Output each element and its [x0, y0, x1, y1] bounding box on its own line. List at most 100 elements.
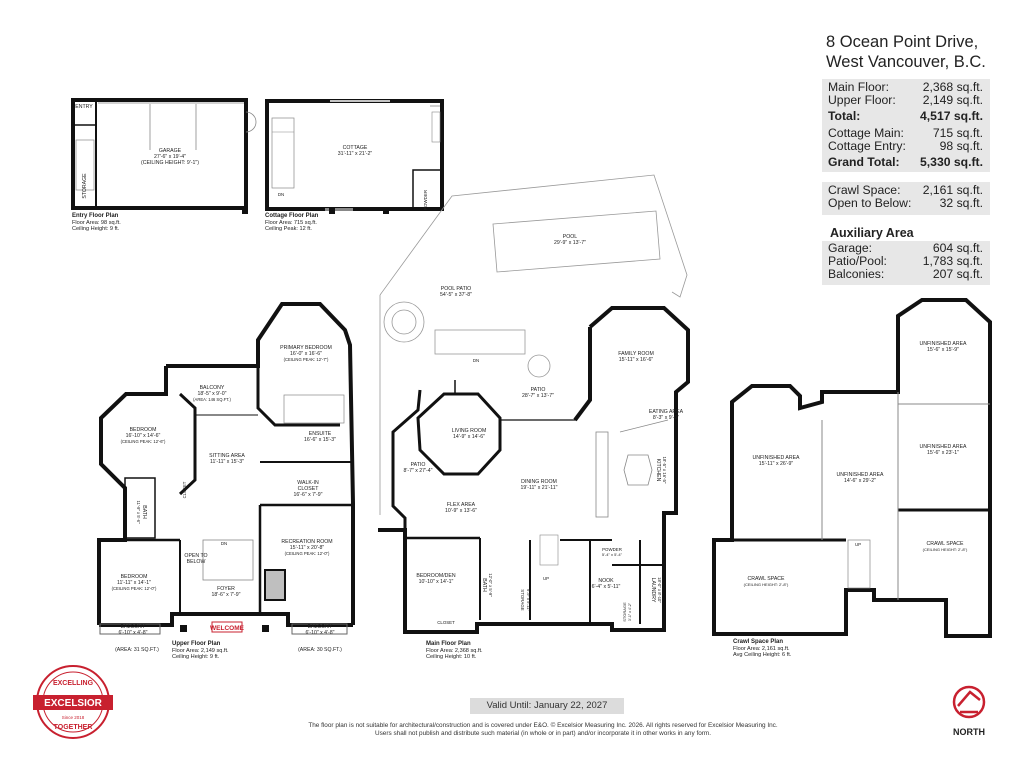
label-recreation-room-ceiling: (CEILING PEAK: 12'-0") — [285, 551, 330, 556]
label-storage-entry: STORAGE — [82, 173, 88, 199]
crawl-space-plan — [712, 298, 992, 638]
label-unfinished-right: UNFINISHED AREA — [920, 444, 968, 450]
label-storage-main: STORAGE — [520, 589, 525, 610]
area-summary-panel: Main Floor:2,368 sq.ft. Upper Floor:2,14… — [822, 79, 990, 172]
label-pool: POOL — [563, 234, 578, 240]
label-dn-patio: DN — [473, 358, 479, 363]
label-balcony-top: BALCONY — [200, 385, 225, 391]
label-open-to-below-2: BELOW — [187, 559, 206, 565]
label-flex-area-dim: 10'-9" x 13'-6" — [445, 508, 477, 514]
label-crawl-left-ceiling: (CEILING HEIGHT: 2'-8") — [744, 582, 789, 587]
label-up-main: UP — [543, 576, 549, 581]
cottage-plan — [265, 99, 444, 211]
auxiliary-panel: Garage:604 sq.ft. Patio/Pool:1,783 sq.ft… — [822, 241, 990, 285]
label-balcony-top-area: (AREA: 146 SQ.FT.) — [193, 397, 231, 402]
label-balcony-top-dim: 18'-5" x 9'-0" — [197, 391, 226, 397]
label-dn-cottage: DN — [278, 192, 284, 197]
excelsior-logo: EXCELSIOR EXCELLING Since 2018 TOGETHER — [33, 665, 113, 739]
entry-garage-plan — [71, 98, 257, 210]
label-unfinished-top-dim: 15'-6" x 15'-9" — [927, 347, 959, 353]
label-balcony-right: BALCONY — [308, 624, 333, 630]
label-recreation-room: RECREATION ROOM — [281, 539, 332, 545]
label-patio-left-dim: 8'-7" x 27'-4" — [403, 468, 432, 474]
crawl-plan-label: Crawl Space Plan Floor Area: 2,161 sq.ft… — [733, 639, 792, 659]
aux-row-balconies: Balconies:207 sq.ft. — [828, 267, 983, 282]
area-row-main-floor: Main Floor:2,368 sq.ft. — [828, 80, 983, 94]
label-patio-left: PATIO — [411, 462, 426, 468]
label-pool-patio-dim: 54'-5" x 37'-8" — [440, 292, 472, 298]
label-bath-upper: BATH — [141, 505, 147, 519]
auxiliary-heading: Auxiliary Area — [830, 226, 914, 240]
label-nook: NOOK — [598, 578, 614, 584]
valid-until-badge: Valid Until: January 22, 2027 — [470, 698, 624, 714]
area-row-total: Total:4,517 sq.ft. — [828, 109, 983, 124]
label-recreation-room-dim: 15'-11" x 20'-8" — [290, 545, 325, 551]
area-row-crawl-space: Crawl Space:2,161 sq.ft. — [828, 183, 983, 197]
disclaimer-text: The floor plan is not suitable for archi… — [308, 722, 778, 737]
label-eating-area: EATING AREA — [649, 409, 684, 415]
welcome-mat-text: WELCOME — [210, 625, 245, 632]
north-label: NORTH — [953, 727, 985, 737]
label-entry-tag: ENTRY — [75, 104, 93, 110]
address-line-1: 8 Ocean Point Drive, — [826, 33, 979, 51]
label-bedroom-upper-dim: 16'-10" x 14'-6" — [126, 433, 161, 439]
label-family-room-dim: 15'-11" x 16'-6" — [619, 357, 654, 363]
label-walkin-dim: 16'-6" x 7'-9" — [293, 492, 322, 498]
label-garage: GARAGE — [159, 148, 182, 154]
label-bath-main-dim: 12'-0" x 5'-9" — [488, 573, 493, 597]
label-bedroom-den: BEDROOM/DEN — [416, 573, 455, 579]
aux-row-patio-pool: Patio/Pool:1,783 sq.ft. — [828, 254, 983, 269]
label-closet-main: CLOSET — [437, 620, 455, 625]
label-balcony-right-area: (AREA: 30 SQ.FT.) — [298, 647, 342, 653]
label-eating-area-dim: 8'-3" x 9'-0" — [653, 415, 679, 421]
label-living-room-dim: 14'-9" x 14'-6" — [453, 434, 485, 440]
label-cottage: COTTAGE — [343, 145, 368, 151]
label-balcony-left: BALCONY — [121, 624, 146, 630]
logo-top-text: EXCELLING — [53, 680, 94, 687]
label-bedroom-lower-left: BEDROOM — [121, 574, 148, 580]
area-row-cottage-entry: Cottage Entry:98 sq.ft. — [828, 138, 983, 153]
label-walkin-2: CLOSET — [298, 486, 320, 492]
label-ensuite-dim: 16'-6" x 15'-3" — [304, 437, 336, 443]
label-primary-bedroom: PRIMARY BEDROOM — [280, 345, 332, 351]
label-unfinished-mid: UNFINISHED AREA — [837, 472, 885, 478]
label-dining-room: DINING ROOM — [521, 479, 557, 485]
label-unfinished-right-dim: 15'-6" x 23'-1" — [927, 450, 959, 456]
label-pool-patio: POOL PATIO — [441, 286, 471, 292]
crawl-summary-panel: Crawl Space:2,161 sq.ft. Open to Below:3… — [822, 182, 990, 215]
label-nook-dim: 6'-4" x 5'-11" — [592, 584, 621, 590]
label-powder-main-dim: 5'-4" x 5'-4" — [602, 552, 623, 557]
label-laundry-dim: 18'-0" x 8'-10" — [657, 577, 662, 603]
label-living-room: LIVING ROOM — [452, 428, 487, 434]
logo-bottom-text: TOGETHER — [54, 724, 93, 731]
label-garage-ceiling: (CEILING HEIGHT: 9'-1") — [141, 160, 199, 166]
label-bedroom-upper: BEDROOM — [130, 427, 157, 433]
label-sitting-area: SITTING AREA — [209, 453, 245, 459]
label-walkin: WALK-IN — [297, 480, 319, 486]
label-patio-main-dim: 28'-7" x 13'-7" — [522, 393, 554, 399]
label-powder-main: POWDER — [602, 547, 622, 552]
label-primary-bedroom-ceiling: (CEILING PEAK: 12'-7") — [284, 357, 329, 362]
label-closet-upper: CLOSET — [182, 481, 187, 498]
area-row-grand-total: Grand Total:5,330 sq.ft. — [828, 155, 983, 170]
label-up-crawl: UP — [855, 542, 861, 547]
address-block: 8 Ocean Point Drive, West Vancouver, B.C… — [826, 32, 986, 72]
main-plan-label: Main Floor Plan Floor Area: 2,368 sq.ft.… — [426, 641, 483, 661]
cottage-plan-label: Cottage Floor Plan Floor Area: 715 sq.ft… — [265, 213, 319, 233]
label-balcony-right-dim: 6'-10" x 4'-8" — [305, 630, 334, 636]
logo-since-text: Since 2018 — [62, 715, 85, 720]
area-row-upper-floor: Upper Floor:2,149 sq.ft. — [828, 93, 983, 108]
label-storage-small-dim: 3'-1" x 4'-2" — [628, 602, 632, 621]
logo-center-text: EXCELSIOR — [44, 698, 103, 709]
label-unfinished-left-dim: 15'-11" x 26'-9" — [759, 461, 794, 467]
label-open-to-below: OPEN TO — [184, 553, 207, 559]
label-bedroom-upper-ceiling: (CEILING PEAK: 12'-6") — [121, 439, 166, 444]
label-dn-upper: DN — [221, 541, 227, 546]
label-patio-main: PATIO — [531, 387, 546, 393]
pool-patio-outline — [379, 174, 688, 515]
label-unfinished-top: UNFINISHED AREA — [920, 341, 968, 347]
label-dining-room-dim: 19'-11" x 21'-11" — [521, 485, 558, 491]
label-balcony-left-dim: 6'-10" x 4'-8" — [118, 630, 147, 636]
label-garage-dim: 27'-6" x 19'-4" — [154, 154, 186, 160]
